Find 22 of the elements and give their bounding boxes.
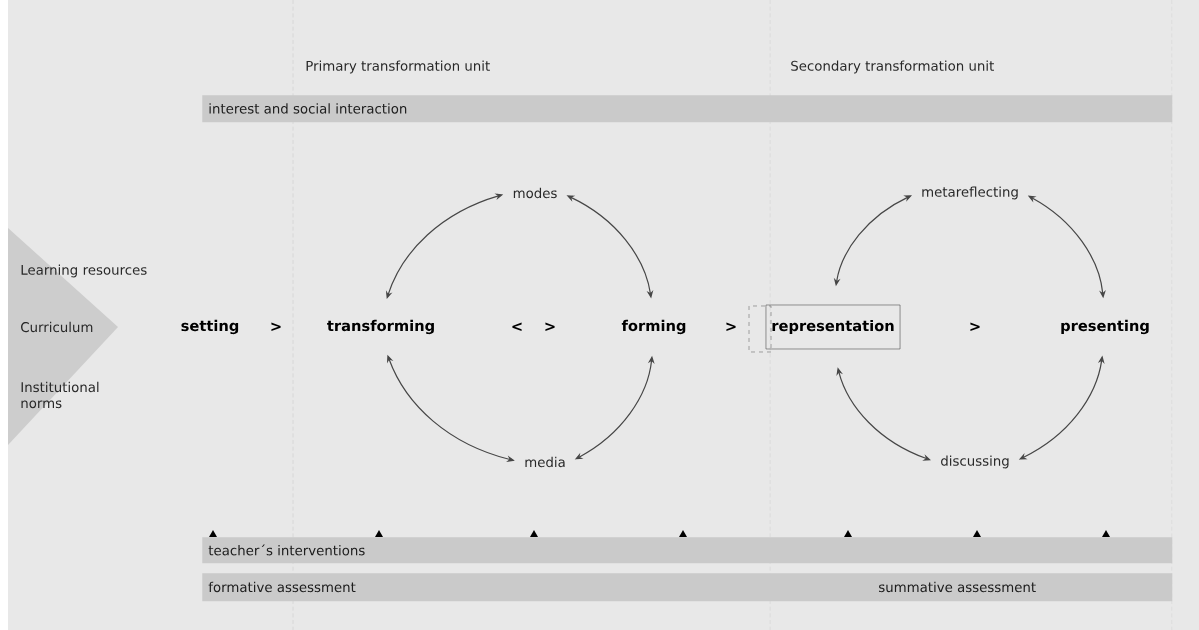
label-bar: interest and social interaction (202, 95, 1173, 123)
chevron: > (726, 322, 736, 331)
step-label: setting (181, 319, 239, 335)
column-heading: Secondary transformation unit (791, 60, 994, 74)
step-label: transforming (327, 319, 434, 335)
chevron: > (970, 322, 980, 331)
side-label: Institutional norms (21, 381, 99, 409)
activity-label: modes (513, 187, 557, 199)
column-heading: Primary transformation unit (306, 60, 490, 74)
chevron: > (271, 322, 281, 331)
step-label: forming (621, 319, 686, 335)
chevron: > (545, 322, 555, 331)
label-bar: teacher´s interventions (202, 537, 1173, 564)
side-label: Curriculum (21, 321, 93, 333)
activity-label: metareflecting (922, 186, 1018, 200)
activity-label: media (525, 456, 565, 468)
side-label: Learning resources (21, 264, 147, 278)
label-bar: formative assessment summative assessment (202, 573, 1173, 602)
step-box: representation (765, 304, 901, 350)
activity-label: discussing (941, 455, 1009, 469)
chevron: < (512, 322, 522, 331)
step-label: presenting (1061, 319, 1149, 335)
